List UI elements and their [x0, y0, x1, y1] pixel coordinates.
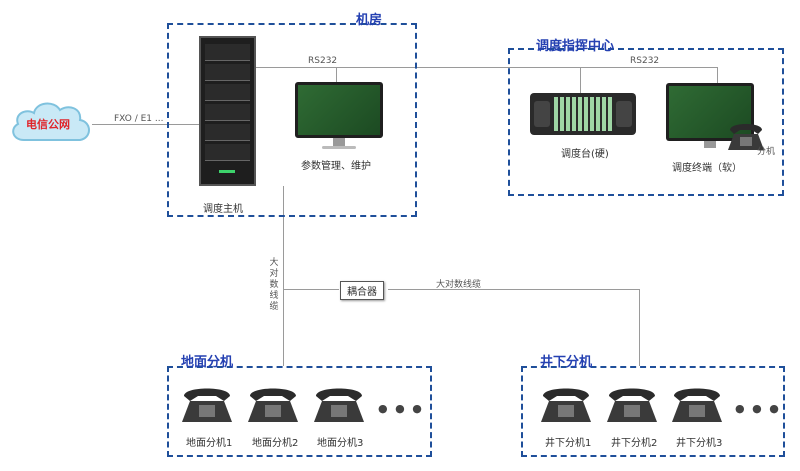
fxo-label: FXO / E1 ...	[114, 114, 164, 124]
underground-phone-1-icon	[541, 388, 591, 422]
pc-stand	[333, 138, 345, 146]
cable-label-horizontal: 大对数线缆	[436, 280, 482, 290]
rs232-drop-pc	[336, 67, 337, 83]
rs232-drop-console	[580, 67, 581, 93]
underground-more-dots: ● ● ●	[735, 402, 781, 415]
cloud-icon	[12, 102, 90, 141]
underground-phone-2-icon	[607, 388, 657, 422]
cable-label-vertical: 大对数线缆	[269, 258, 279, 312]
underground-phone-2-label: 井下分机2	[611, 438, 658, 449]
pc-monitor	[295, 82, 383, 138]
ground-phone-2-label: 地面分机2	[252, 438, 299, 449]
underground-phone-3-icon	[672, 388, 722, 422]
ground-phone-3-label: 地面分机3	[317, 438, 364, 449]
ground-phone-3-icon	[314, 388, 364, 422]
extension-phone-icon	[728, 124, 764, 150]
extension-label: 分机	[757, 147, 776, 157]
ground-phone-1-icon	[182, 388, 232, 422]
server-rack	[199, 36, 256, 186]
host-label: 调度主机	[203, 204, 243, 215]
cable-to-coupler	[283, 289, 339, 290]
server-room-title: 机房	[356, 13, 383, 28]
ground-phone-1-label: 地面分机1	[186, 438, 233, 449]
server-room-box	[167, 23, 417, 217]
cable-down-underground	[639, 289, 640, 366]
rs232-drop-terminal	[717, 67, 718, 83]
pc-label: 参数管理、维护	[301, 161, 371, 172]
rs232-label-a: RS232	[308, 56, 338, 66]
underground-phone-3-label: 井下分机3	[676, 438, 723, 449]
underground-title: 井下分机	[540, 355, 593, 370]
dispatch-console	[530, 93, 636, 135]
rs232-line-top	[256, 67, 718, 68]
console-label: 调度台(硬)	[561, 149, 609, 160]
ground-phone-2-icon	[248, 388, 298, 422]
cloud-label: 电信公网	[26, 118, 70, 131]
ground-title: 地面分机	[181, 355, 234, 370]
coupler: 耦合器	[340, 281, 384, 300]
fxo-line	[92, 124, 200, 125]
underground-phone-1-label: 井下分机1	[545, 438, 592, 449]
pc-base	[322, 146, 356, 149]
dispatch-center-title: 调度指挥中心	[536, 39, 615, 54]
dispatch-center-box	[508, 48, 784, 196]
host-cable-down	[283, 186, 284, 366]
underground-extensions-box	[521, 366, 785, 457]
ground-more-dots: ● ● ●	[378, 402, 424, 415]
cable-from-coupler	[388, 289, 639, 290]
ground-extensions-box	[167, 366, 432, 457]
rs232-label-b: RS232	[630, 56, 660, 66]
terminal-stand	[704, 141, 716, 148]
terminal-label: 调度终端（软）	[672, 163, 742, 174]
